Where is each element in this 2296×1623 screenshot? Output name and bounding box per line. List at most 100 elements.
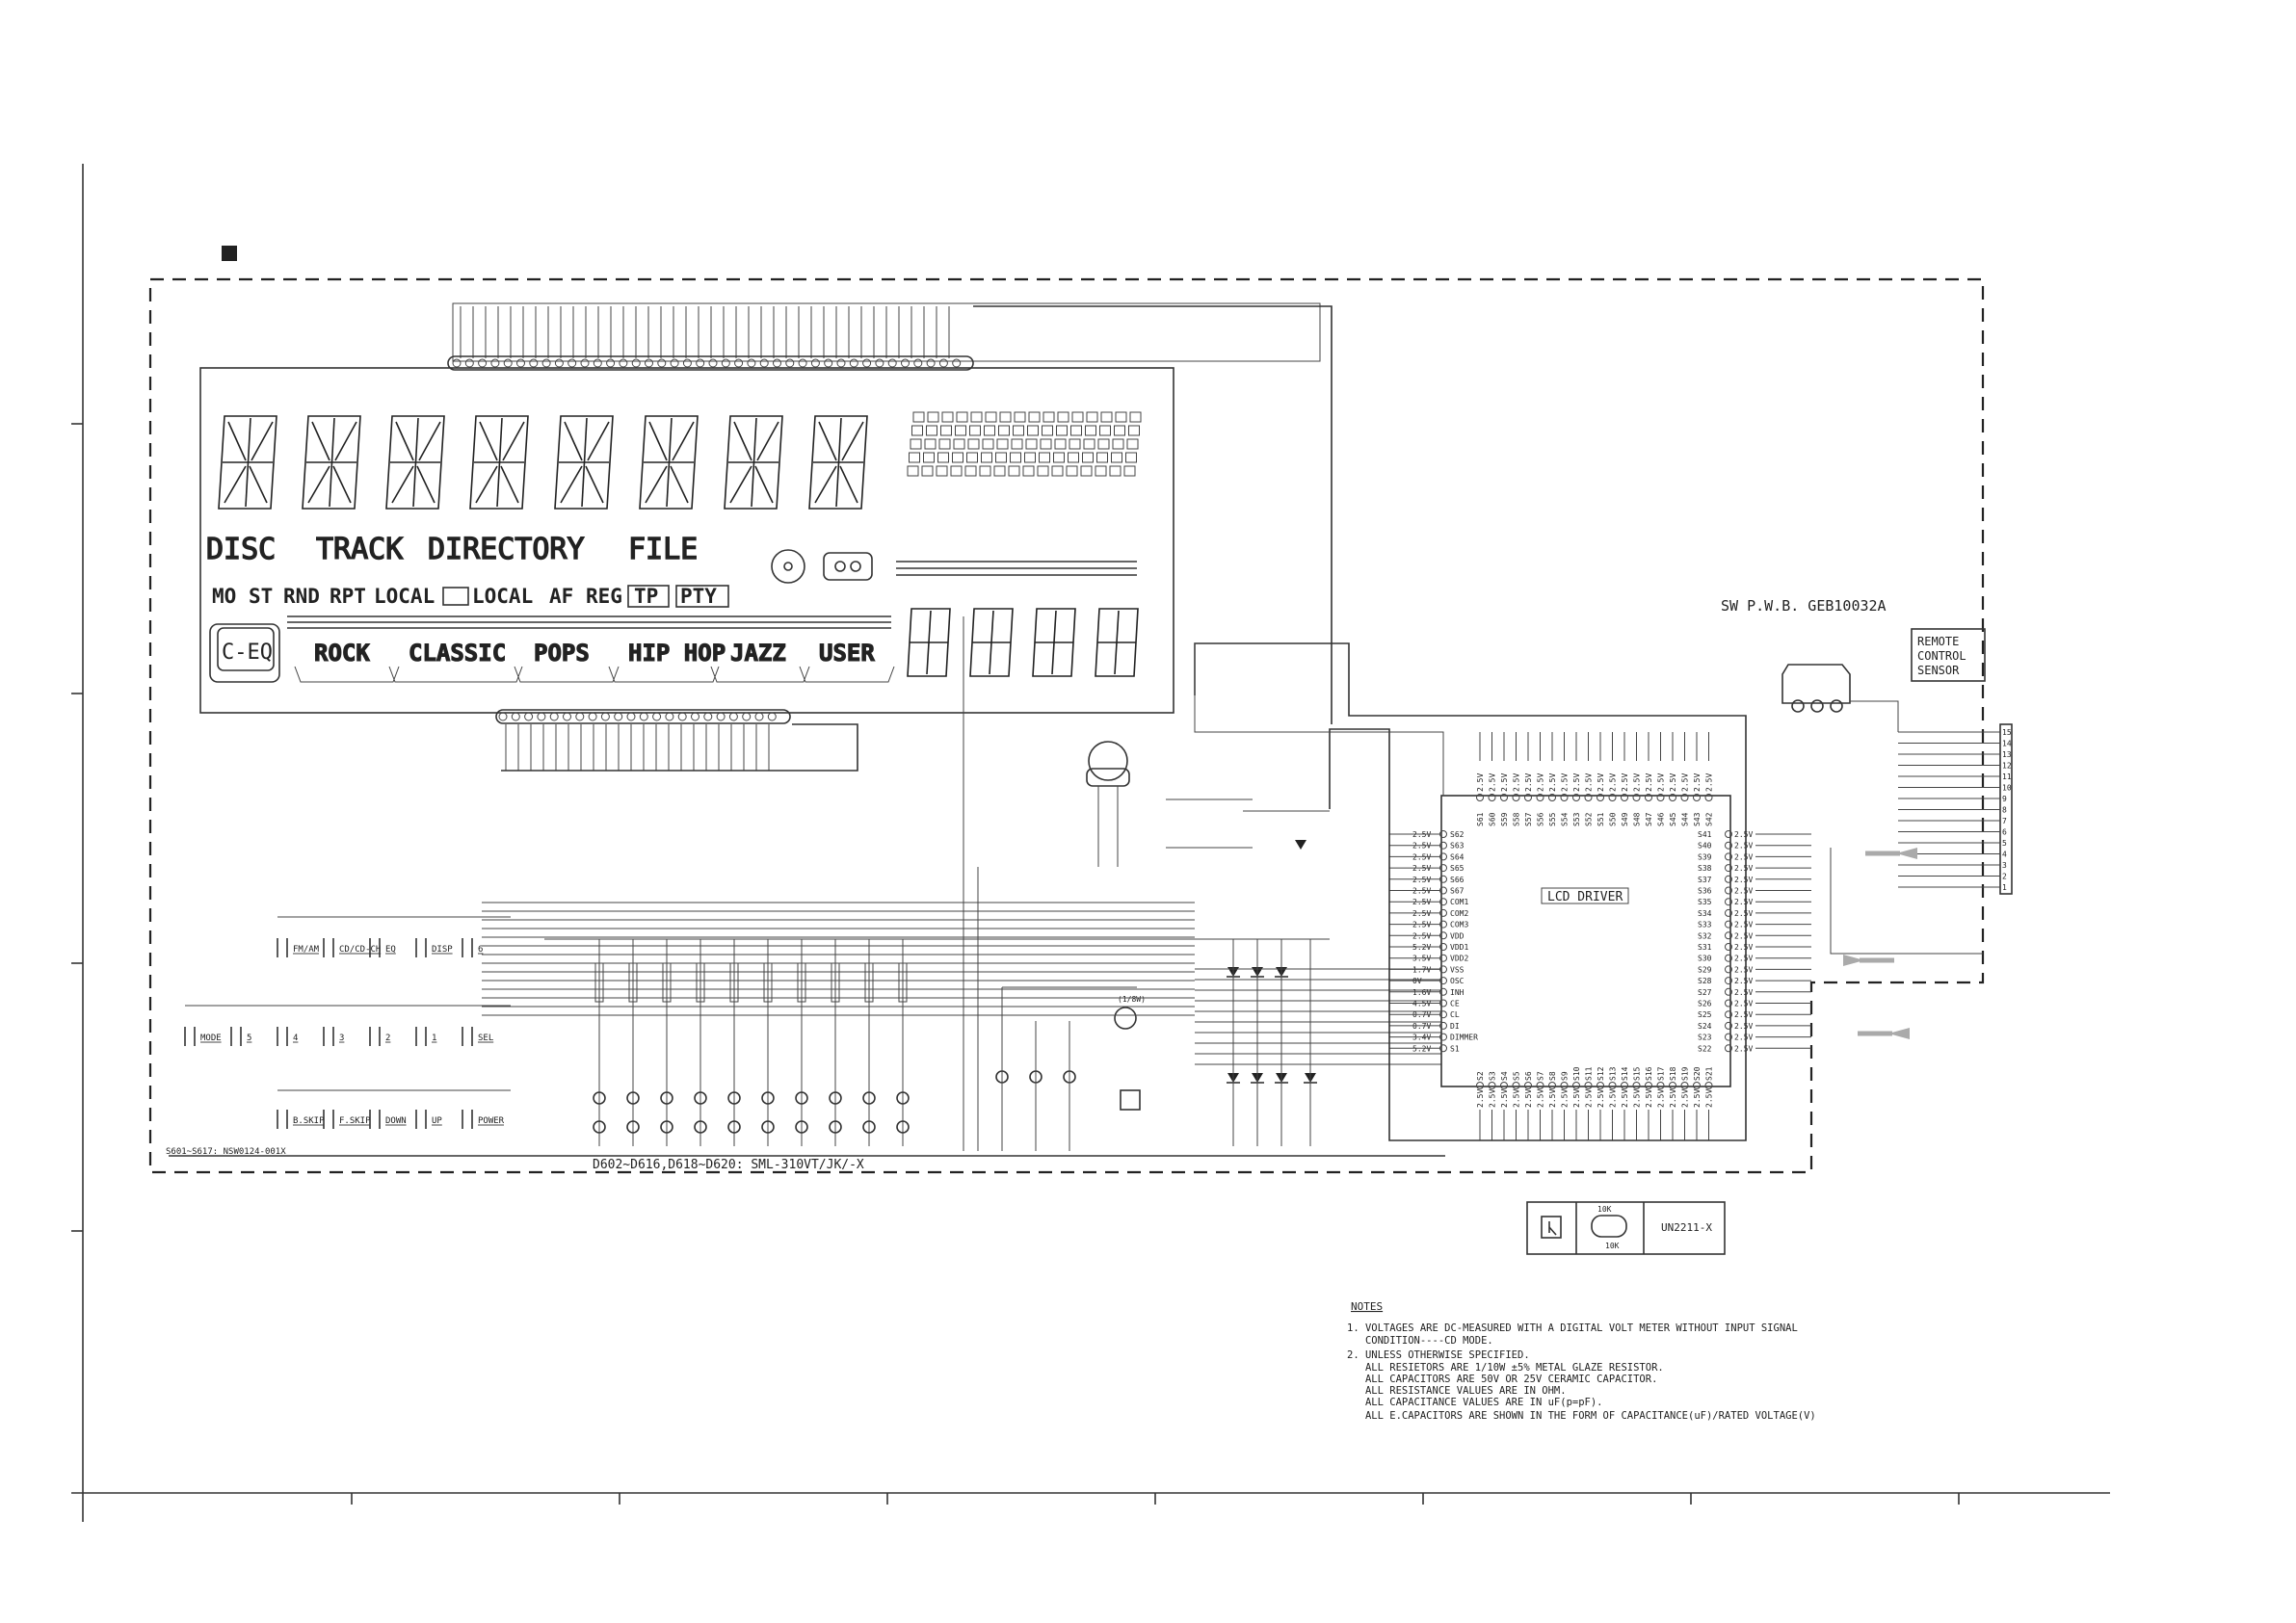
ic-pin [1725,886,1732,895]
ic-pin-label: S29 [1698,965,1712,974]
notes-line-2: CONDITION----CD MODE. [1347,1335,1493,1347]
ic-pin-label: S5 [1513,1071,1521,1081]
connector-pin [645,358,653,368]
matrix-cell [1109,465,1122,477]
ic-pin [1645,1082,1652,1089]
ic-pin-label: S25 [1698,1010,1712,1019]
lcd-indicator-local-2: LOCAL [472,585,533,608]
lcd-digit [554,415,614,510]
matrix-cell [984,425,995,436]
lcd-indicator-directory: DIRECTORY [428,533,585,566]
matrix-cell [1028,411,1041,423]
ic-pin-label: S3 [1489,1071,1497,1081]
connector-pin [721,358,730,368]
ic-pin-voltage: 2.5V [1734,955,1753,963]
switch-r1-2: EQ [369,938,396,957]
connector-pin-number: 3 [2002,861,2007,870]
ic-pin-voltage: 2.5V [1734,898,1753,906]
digit-segment [249,465,268,504]
matrix-cell [1057,411,1069,423]
connector-pin [452,358,462,368]
connector-pin [563,712,571,721]
ic-pin-label: S14 [1621,1066,1629,1081]
ic-pin-voltage: 2.5V [1734,931,1753,940]
ic-pin-voltage: 2.5V [1537,1089,1545,1108]
digit-segment [416,465,435,504]
ic-pin-voltage: 2.5V [1734,1000,1753,1008]
ic-pin [1725,987,1732,996]
eq-bracket [388,666,523,683]
ic-pin-label: S23 [1698,1034,1712,1042]
ic-pin-label: S20 [1693,1066,1702,1081]
led [694,1120,707,1134]
ic-pin-voltage: 2.5V [1597,773,1605,792]
ic-pin-label: S16 [1645,1066,1653,1081]
ic-pin-voltage: 2.5V [1633,773,1642,792]
connector-pin [798,358,807,368]
ic-pin-label: DIMMER [1450,1034,1478,1042]
ic-pin-label: S67 [1450,887,1465,896]
ic-pin [1476,794,1484,801]
digit-segment [560,465,583,504]
ic-pin-label: S34 [1698,909,1712,918]
ic-pin [1439,852,1447,861]
ic-pin [1439,943,1447,951]
connector-pin-number: 1 [2002,883,2007,892]
led [795,1091,808,1105]
digit-segment [391,465,414,504]
connector-pin [652,712,662,721]
connector-pin [716,712,726,721]
ic-pin [1488,794,1496,801]
ic-pin-voltage: 2.5V [1705,773,1714,792]
connector-pin [952,358,962,368]
connector-pin [747,358,756,368]
matrix-cell [996,438,1009,450]
ic-pin [1439,999,1447,1008]
matrix-cell [979,465,991,477]
ic-pin-label: S17 [1657,1066,1666,1081]
matrix-cell [1011,438,1023,450]
eq-bracket [608,666,720,683]
ic-pin [1560,1082,1569,1089]
notes-block: NOTES 1. VOLTAGES ARE DC-MEASURED WITH A… [1347,1300,1816,1422]
connector-pin [703,712,713,721]
digit-segment [224,465,247,504]
digit-segment [418,421,441,461]
switch-r2-5: 1 [415,1027,436,1046]
connector-pin [682,358,692,368]
ic-pin [1693,794,1701,801]
digit-segment [500,465,519,504]
ic-pin [1560,794,1569,801]
digit-segment [585,465,604,504]
ic-pin [1725,965,1732,974]
sensor-label-line2: CONTROL [1917,649,1966,663]
ic-pin [1439,864,1447,873]
eq-mode-hip-hop: HIP HOP [628,640,726,667]
ic-pin [1439,875,1447,883]
switch-part-note: S601~S617: NSW0124-001X [166,1147,286,1157]
connector-pin-number: 10 [2002,784,2012,793]
matrix-cell [982,438,994,450]
ic-pin-voltage: 2.5V [1734,988,1753,997]
switch-label: SEL [478,1034,493,1043]
ic-pin-voltage: 2.5V [1734,977,1753,985]
digit-segment [581,417,588,508]
ic-pin-voltage: 2.5V [1621,1089,1629,1108]
lcd-indicator-mo: MO [212,585,236,608]
eq-bracket [799,666,895,683]
ic-pin [1704,1082,1713,1089]
ic-pin-label: S36 [1698,887,1712,896]
ribbon-trace [973,305,1333,724]
ic-pin-label: S52 [1585,812,1594,826]
digit-segment [835,417,842,508]
connector-pin [759,358,769,368]
connector-pin [464,358,474,368]
ic-pin-voltage: 2.5V [1734,1010,1753,1019]
digit-segment [334,421,357,461]
ic-pin-label: S8 [1548,1071,1557,1081]
lcd-indicator-track: TRACK [316,533,403,566]
ic-pin-label: S64 [1450,852,1465,861]
connector-pin [691,712,699,721]
ic-pin-voltage: 2.5V [1681,773,1690,792]
ic-pin [1725,875,1732,883]
